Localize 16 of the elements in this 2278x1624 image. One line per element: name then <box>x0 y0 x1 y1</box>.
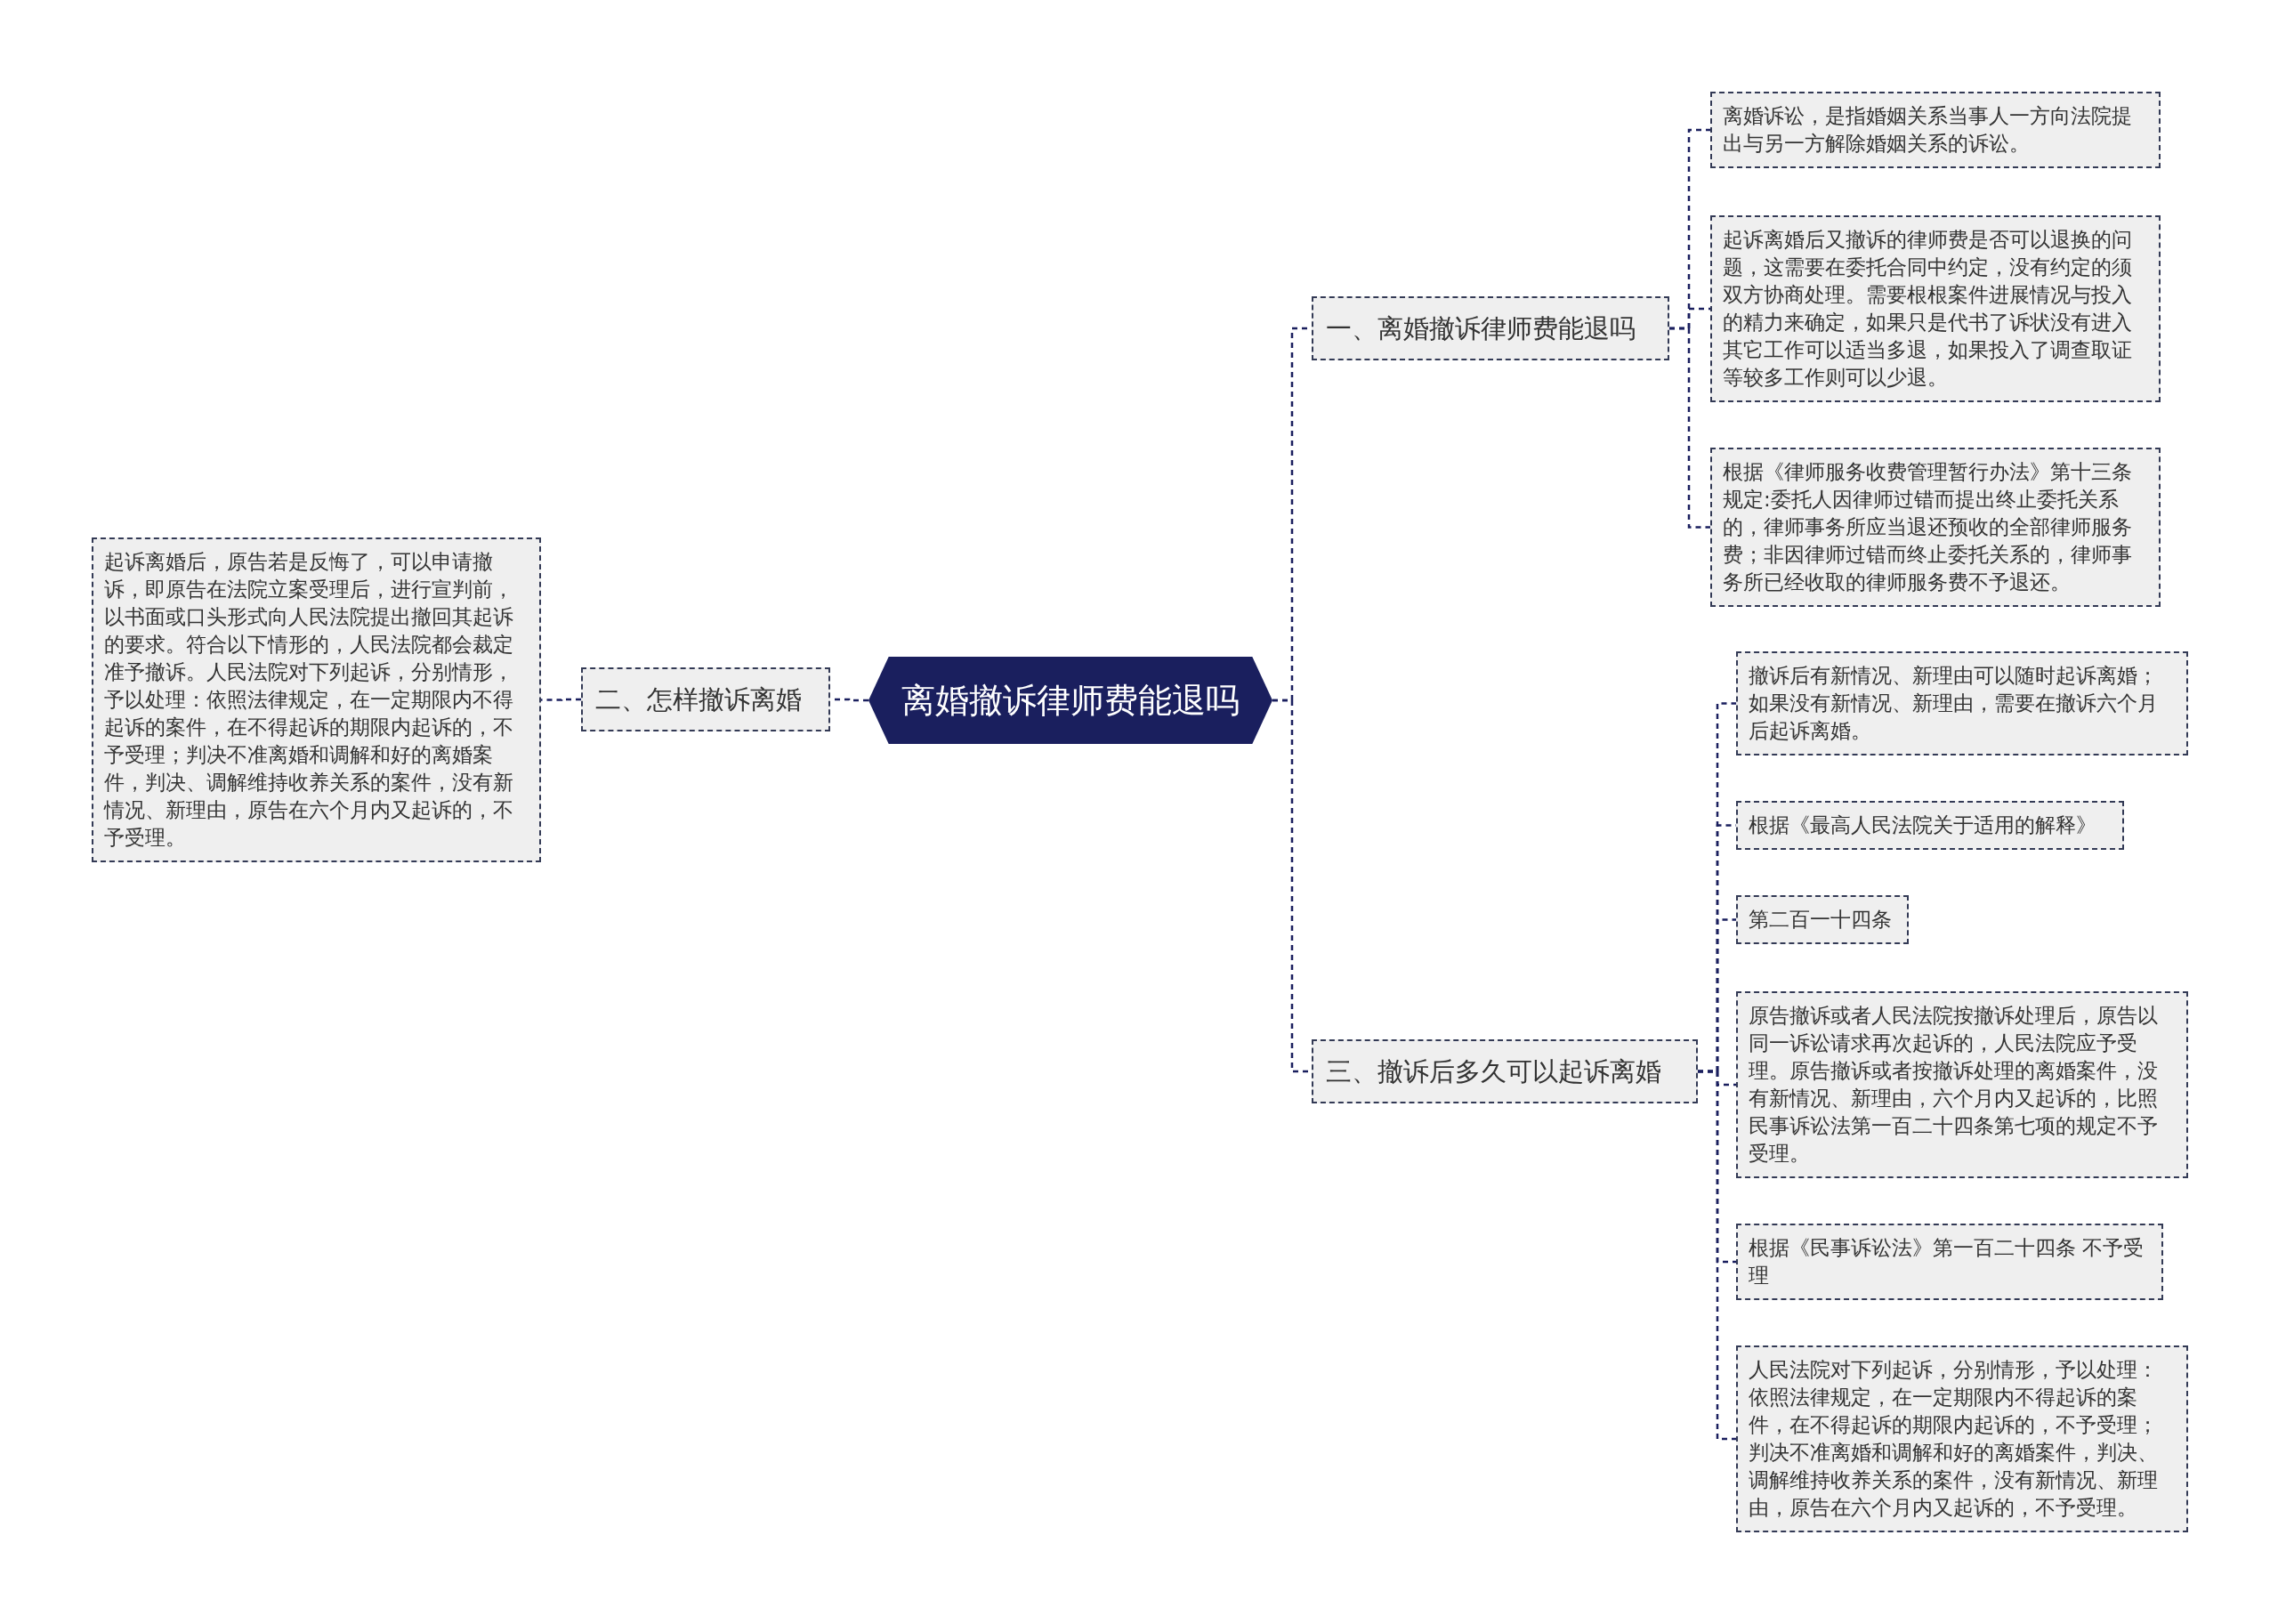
note-box: 根据《民事诉讼法》第一百二十四条 不予受理 <box>1736 1224 2163 1300</box>
note-box: 人民法院对下列起诉，分别情形，予以处理：依照法律规定，在一定期限内不得起诉的案件，在不得起诉的期限内起诉的，不予受理；判决不准离婚和调解和好的离婚案件，判决、调解维持收养关系的案件，没有新情况、新理由，原告在六个月内又起诉的，不予受理。 <box>1736 1345 2188 1532</box>
note-box: 起诉离婚后，原告若是反悔了，可以申请撤诉，即原告在法院立案受理后，进行宣判前，以书面或口头形式向人民法院提出撤回其起诉的要求。符合以下情形的，人民法院都会裁定准予撤诉。人民法院对下列起诉，分别情形，予以处理：依照法律规定，在一定期限内不得起诉的案件，在不得起诉的期限内起诉的，不予受理；判决不准离婚和调解和好的离婚案件，判决、调解维持收养关系的案件，没有新情况、新理由，原告在六个月内又起诉的，不予受理。 <box>92 537 541 862</box>
branch-topic: 一、离婚撤诉律师费能退吗 <box>1312 296 1669 360</box>
note-box: 根据《最高人民法院关于适用的解释》 <box>1736 801 2124 850</box>
note-box: 撤诉后有新情况、新理由可以随时起诉离婚；如果没有新情况、新理由，需要在撤诉六个月后起诉离婚。 <box>1736 651 2188 755</box>
branch-topic: 三、撤诉后多久可以起诉离婚 <box>1312 1039 1698 1103</box>
note-box: 根据《律师服务收费管理暂行办法》第十三条规定:委托人因律师过错而提出终止委托关系的，律师事务所应当退还预收的全部律师服务费；非因律师过错而终止委托关系的，律师事务所已经收取的律师服务费不予退还。 <box>1710 448 2161 607</box>
connector-line <box>1669 327 1710 529</box>
note-box: 离婚诉讼，是指婚姻关系当事人一方向法院提出与另一方解除婚姻关系的诉讼。 <box>1710 92 2161 168</box>
central-topic: 离婚撤诉律师费能退吗 <box>868 657 1272 744</box>
note-box: 第二百一十四条 <box>1736 895 1909 944</box>
connector-line <box>1698 1070 1736 1441</box>
note-box: 原告撤诉或者人民法院按撤诉处理后，原告以同一诉讼请求再次起诉的，人民法院应予受理。原告撤诉或者按撤诉处理的离婚案件，没有新情况、新理由，六个月内又起诉的，比照民事诉讼法第一百二十四条第七项的规定不予受理。 <box>1736 991 2188 1178</box>
branch-topic: 二、怎样撤诉离婚 <box>581 667 830 731</box>
note-box: 起诉离婚后又撤诉的律师费是否可以退换的问题，这需要在委托合同中约定，没有约定的须双方协商处理。需要根根案件进展情况与投入的精力来确定，如果只是代书了诉状没有进入其它工作可以适当多退，如果投入了调查取证等较多工作则可以少退。 <box>1710 215 2161 402</box>
